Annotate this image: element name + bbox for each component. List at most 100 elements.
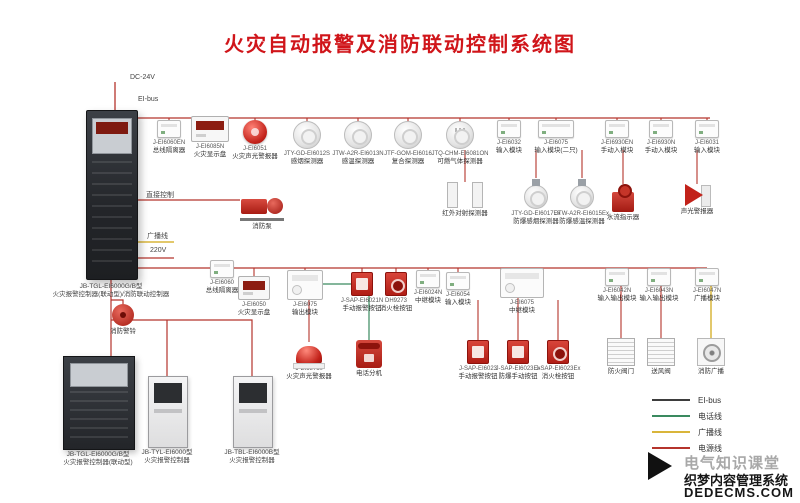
device-broadcast-speaker: 消防广播 [680, 338, 742, 376]
main-control-cabinet [86, 110, 138, 280]
sounder-horn-icon [683, 184, 711, 207]
controller-cabinet-b [148, 376, 188, 448]
sounder-strobe-icon [243, 120, 267, 144]
input-module-icon [446, 272, 470, 290]
controller-cabinet-c [233, 376, 273, 448]
direct-control-label: 直接控制 [146, 192, 174, 199]
manual-input-module-icon [649, 120, 673, 138]
hydrant-button-icon [547, 340, 569, 364]
eibus-label: EI-bus [138, 96, 159, 103]
dc24v-label: DC-24V [130, 74, 155, 81]
legend-line-icon [652, 447, 690, 449]
gas-detector-icon [446, 121, 474, 149]
device-flow-indicator: 水流指示器 [592, 184, 654, 222]
bus-isolator-icon [210, 260, 234, 278]
cabinet-a-label: JB-TGL-EI6000G/B型 火灾报警控制器(联动型) [63, 451, 133, 466]
input-module-icon [695, 120, 719, 138]
controller-cabinet-a [63, 356, 135, 450]
fire-display-icon [238, 276, 270, 300]
relay-module-icon [416, 270, 440, 288]
module-panel-icon [500, 268, 544, 298]
device-fire-damper: 防火阀门 [590, 338, 652, 376]
broadcast-module-icon [695, 268, 719, 286]
manual-call-point-icon [351, 272, 373, 296]
air-valve-icon [647, 338, 675, 366]
io-module-icon [647, 268, 671, 286]
main-cabinet-label: JB-TGL-EI6000G/B型 火灾报警控制器(联动型)/消防联动控制器 [52, 283, 170, 298]
broadcast-line-label: 广播线 [147, 233, 168, 240]
legend-line-icon [652, 399, 690, 401]
legend-line-icon [652, 415, 690, 417]
device-fire-bell: 消防警铃 [92, 304, 154, 336]
flow-indicator-icon [612, 184, 634, 212]
watermark-logo-icon [648, 452, 672, 480]
legend: EI-bus 电话线 广播线 电源线 [652, 392, 722, 456]
ex-smoke-detector-icon [524, 179, 548, 209]
manual-input-module-icon [605, 120, 629, 138]
legend-item-power: 电源线 [652, 440, 722, 456]
io-module-icon [605, 268, 629, 286]
fire-display-icon [191, 116, 229, 142]
heat-detector-icon [344, 121, 372, 149]
hydrant-button-icon [385, 272, 407, 296]
legend-line-icon [652, 431, 690, 433]
manual-call-point-icon [467, 340, 489, 364]
watermark-cms-domain: DEDECMS.COM [684, 485, 794, 500]
dome-sounder-icon [293, 346, 325, 369]
device-beam-detector: 红外对射探测器 [434, 182, 496, 218]
cabinet-c-label: JB-TBL-EI6000B型 火灾报警控制器 [224, 449, 280, 464]
device-fire-telephone: 电话分机 [338, 340, 400, 378]
page-title: 火灾自动报警及消防联动控制系统图 [224, 34, 576, 56]
manual-call-point-icon [507, 340, 529, 364]
module-panel-icon [287, 270, 323, 300]
legend-item-broadcast: 广播线 [652, 424, 722, 440]
fire-pump-icon [240, 192, 284, 221]
beam-detector-icon [445, 182, 485, 208]
device-sounder-horn: 声光警报器 [666, 184, 728, 216]
cabinet-b-label: JB-TYL-EI6000型 火灾报警控制器 [141, 449, 193, 464]
v220-label: 220V [150, 247, 167, 254]
input-module-icon [538, 120, 574, 138]
combo-detector-icon [394, 121, 422, 149]
device-air-valve: 送风阀 [630, 338, 692, 376]
fire-telephone-icon [356, 340, 382, 368]
smoke-detector-icon [293, 121, 321, 149]
bus-isolator-icon [157, 120, 181, 138]
fire-bell-icon [112, 304, 134, 326]
ex-heat-detector-icon [570, 179, 594, 209]
broadcast-speaker-icon [697, 338, 725, 366]
watermark-brand: 电气知识课堂 [684, 455, 781, 472]
watermark-cms: 织梦内容管理系统 [684, 473, 789, 488]
device-fire-pump: 消防泵 [231, 192, 293, 231]
